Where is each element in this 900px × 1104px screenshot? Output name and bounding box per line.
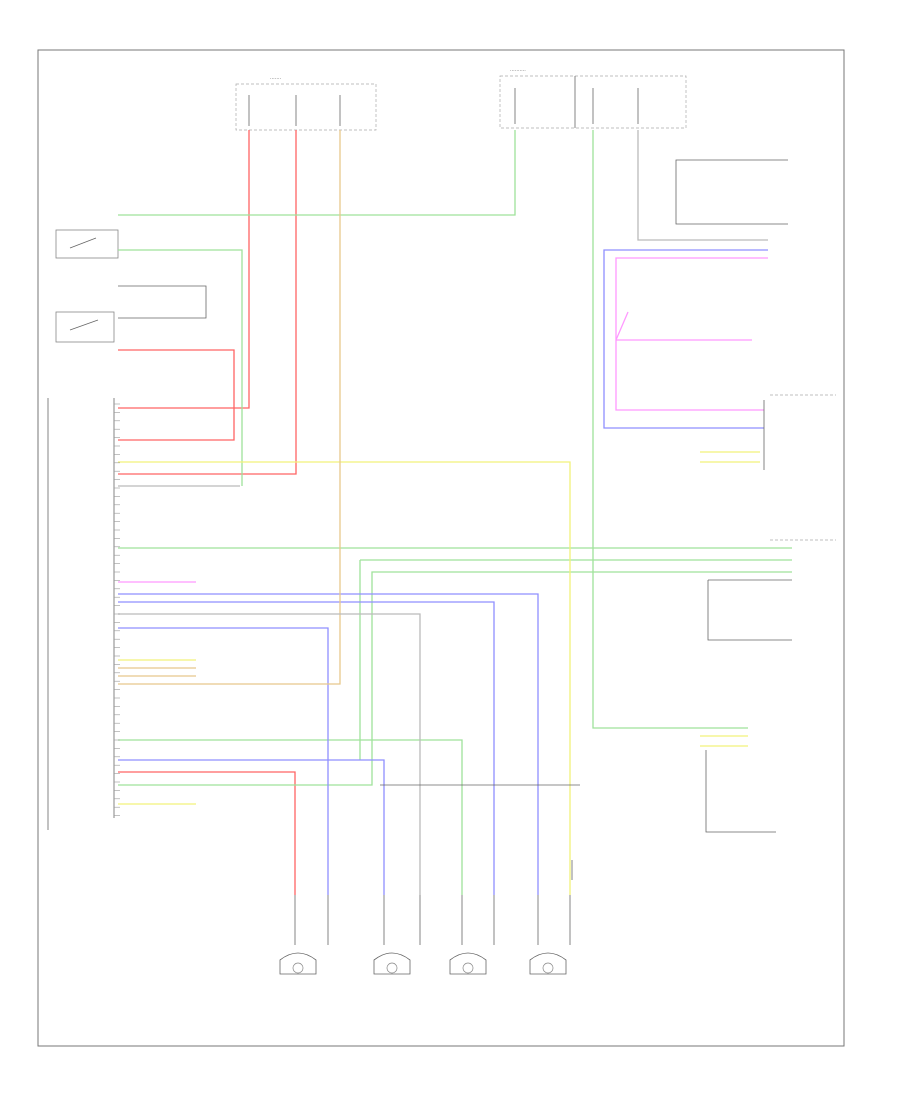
gray-wires xyxy=(118,130,792,895)
abs-module xyxy=(47,398,115,830)
abs-pin-row xyxy=(114,403,120,816)
red-wires xyxy=(118,130,297,895)
right-modules xyxy=(763,394,836,541)
brake-pedal-switch xyxy=(55,285,207,343)
svg-text:·······: ······· xyxy=(270,76,282,82)
blue-wires xyxy=(118,249,768,895)
green-wires xyxy=(118,130,792,895)
wheel-sensor-lf xyxy=(279,952,317,975)
wheel-sensor-rf xyxy=(449,952,487,975)
tan-wires xyxy=(118,130,341,685)
svg-text:··········: ·········· xyxy=(510,68,526,74)
pink-wires xyxy=(118,257,768,583)
sensor-leads xyxy=(294,895,571,945)
fuse-box-right: ·········· xyxy=(499,68,687,129)
brake-switch xyxy=(55,229,119,259)
yellow-wires xyxy=(118,451,760,895)
fuse-box-left: ······· xyxy=(235,76,377,131)
wheel-sensor-lr xyxy=(373,952,411,975)
wheel-sensor-rr xyxy=(529,952,567,975)
diagram-frame xyxy=(37,49,845,1047)
